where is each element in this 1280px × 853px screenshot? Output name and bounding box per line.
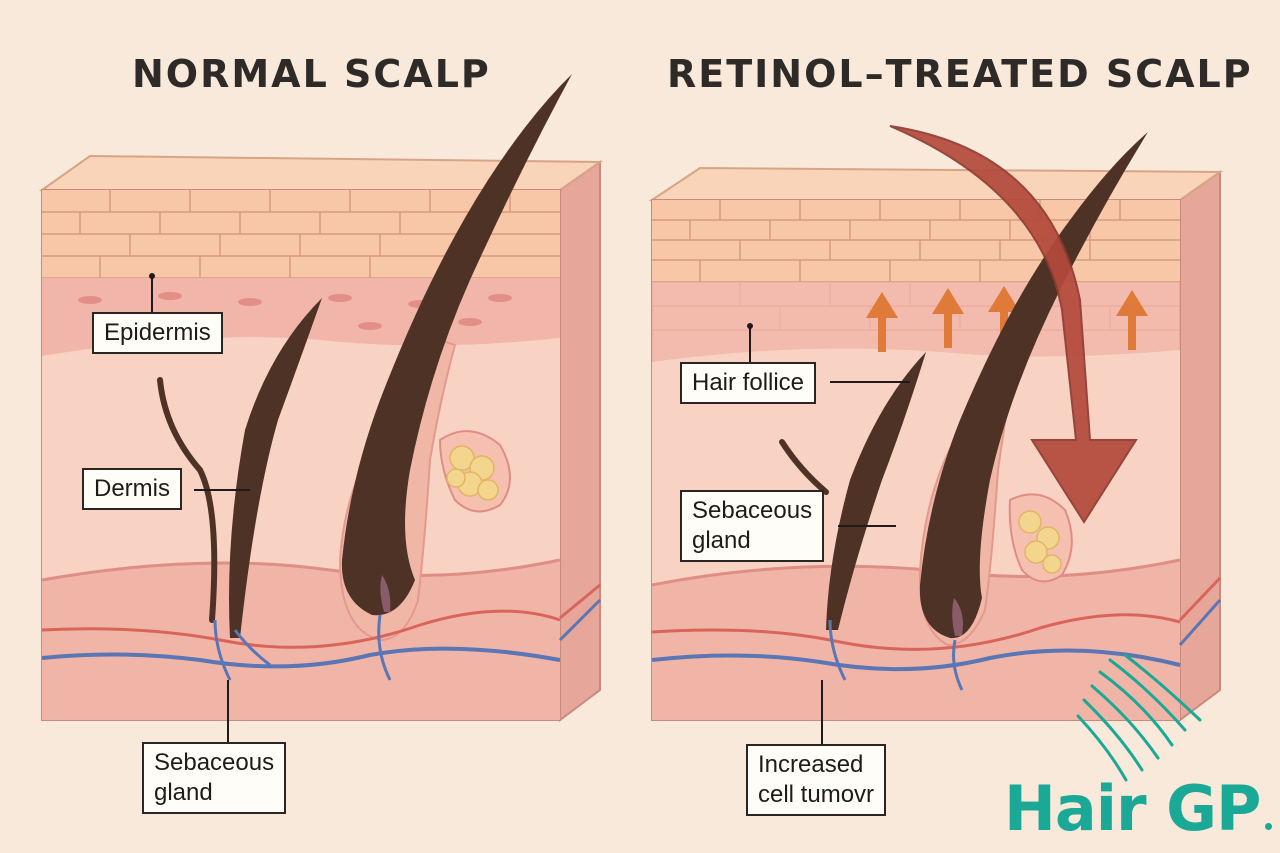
hair-follicle-label: Hair follice bbox=[680, 362, 817, 404]
brand-dot bbox=[1265, 823, 1272, 830]
turnover-up-arrows bbox=[866, 286, 1148, 352]
left-sebaceous-gland-label: Sebaceous gland bbox=[142, 742, 287, 814]
normal-scalp-block bbox=[38, 74, 604, 742]
left-leader-lines bbox=[151, 276, 250, 742]
up-arrow-icon bbox=[932, 288, 964, 348]
right-leader-lines bbox=[749, 326, 910, 744]
up-arrow-icon bbox=[1116, 290, 1148, 350]
dermis-label: Dermis bbox=[82, 468, 182, 510]
epidermis-label: Epidermis bbox=[92, 312, 223, 354]
right-sebaceous-gland-label: Sebaceous gland bbox=[680, 490, 825, 562]
increased-cell-turnover-label: Increased cell tumovr bbox=[746, 744, 887, 816]
retinol-scalp-title: RETINOL–TREATED SCALP bbox=[667, 52, 1253, 96]
up-arrow-icon bbox=[866, 292, 898, 352]
down-arrow-icon bbox=[889, 125, 1138, 524]
treated-gland-lobules bbox=[1018, 510, 1062, 574]
hair-strands-icon bbox=[1076, 653, 1202, 782]
brand-name: Hair GP bbox=[1004, 772, 1261, 845]
up-arrow-icon bbox=[988, 286, 1020, 346]
normal-scalp-title: NORMAL SCALP bbox=[132, 52, 491, 96]
retinol-scalp-block bbox=[648, 125, 1224, 744]
hair-gp-logo: Hair GP bbox=[1004, 760, 1274, 845]
sebaceous-gland-lobules bbox=[446, 445, 499, 501]
